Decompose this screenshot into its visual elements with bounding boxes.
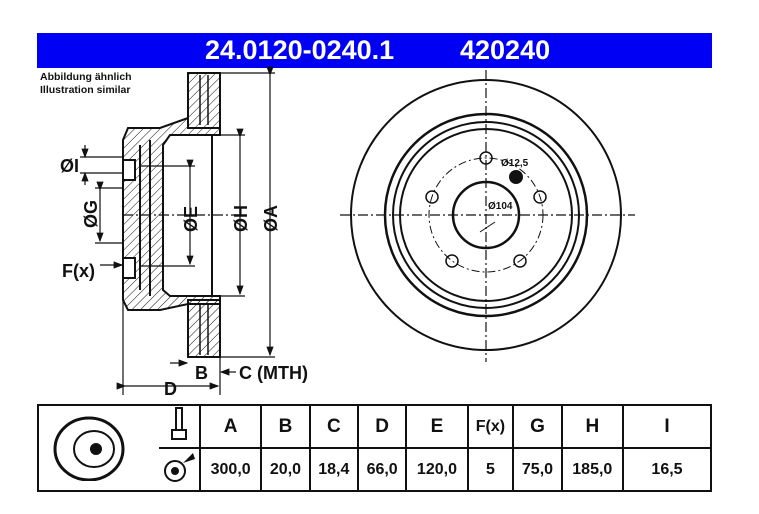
label-dia-g: ØG	[81, 200, 101, 228]
header-h: H	[560, 404, 625, 449]
note-german: Abbildung ähnlich	[40, 71, 132, 83]
label-c: C (MTH)	[239, 363, 308, 383]
label-b: B	[195, 363, 208, 383]
front-view	[340, 70, 635, 362]
note-english: Illustration similar	[40, 84, 131, 96]
label-d: D	[164, 379, 177, 399]
dimension-lines	[80, 66, 275, 395]
header-g: G	[512, 404, 563, 449]
bolt-icon	[171, 407, 187, 440]
value-i: 16,5	[622, 447, 712, 492]
value-b: 20,0	[260, 447, 311, 492]
label-dia-h: ØH	[231, 205, 251, 232]
header-e: E	[405, 404, 469, 449]
bolt-thumbnail	[159, 404, 201, 449]
label-f: F(x)	[62, 261, 95, 281]
torque-thumbnail	[159, 447, 201, 492]
reference-number: 420240	[460, 35, 551, 65]
header-bar: 24.0120-0240.1 420240	[37, 33, 712, 68]
label-bore-diameter: Ø104	[488, 201, 513, 212]
wrench-hub-icon	[164, 453, 195, 482]
value-e: 120,0	[405, 447, 469, 492]
header-b: B	[260, 404, 311, 449]
value-c: 18,4	[308, 447, 359, 492]
header-d: D	[356, 404, 408, 449]
value-f: 5	[466, 447, 515, 492]
brake-disc-icon	[53, 416, 125, 481]
value-h: 185,0	[560, 447, 625, 492]
header-f: F(x)	[466, 404, 515, 449]
dimension-table: A B C D E F(x) G H I 300,0 20,0 18,4 66,…	[37, 404, 712, 492]
value-d: 66,0	[356, 447, 408, 492]
label-dia-a: ØA	[261, 205, 281, 232]
value-a: 300,0	[198, 447, 263, 492]
header-i: I	[622, 404, 712, 449]
label-dia-e: ØE	[181, 206, 201, 232]
header-c: C	[308, 404, 359, 449]
illustration-note: Abbildung ähnlich Illustration similar	[40, 71, 132, 97]
part-number: 24.0120-0240.1	[205, 35, 395, 65]
label-hole-diameter: Ø12,5	[501, 158, 529, 169]
disc-thumbnail	[37, 404, 159, 492]
value-g: 75,0	[512, 447, 563, 492]
label-dia-i: ØI	[60, 156, 79, 176]
header-a: A	[198, 404, 263, 449]
